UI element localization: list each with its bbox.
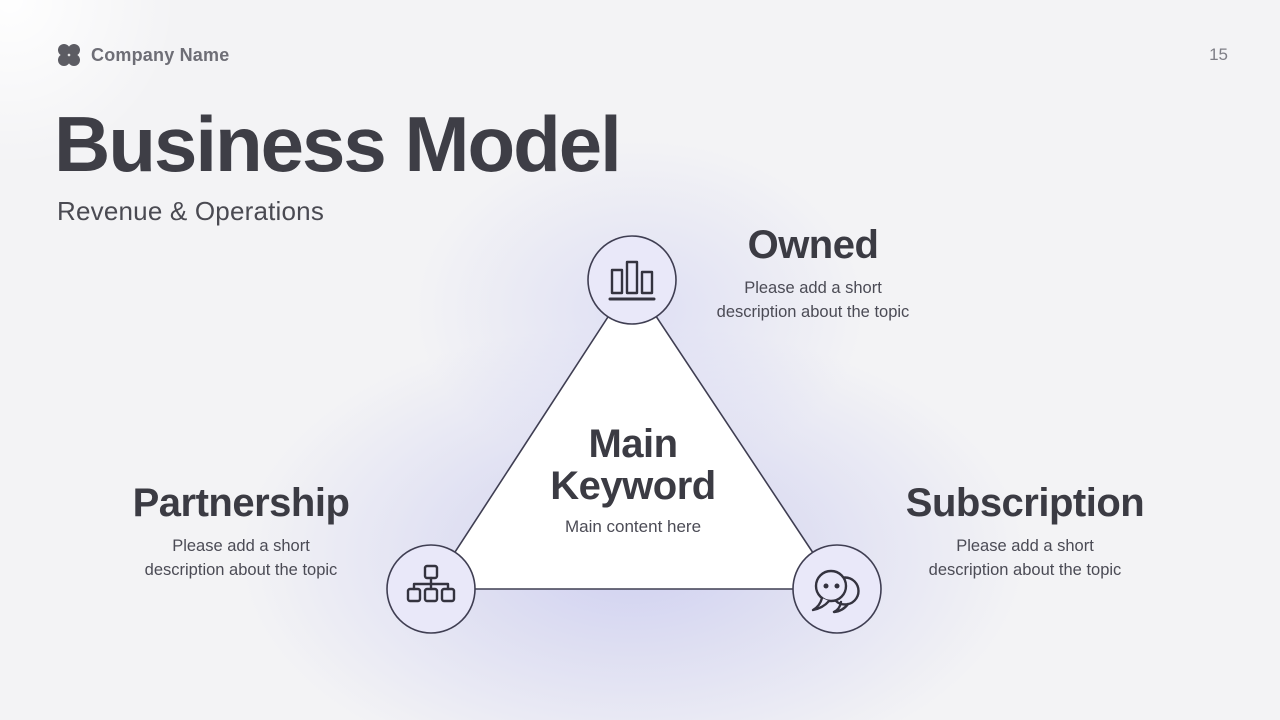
center-keyword-block: Main Keyword Main content here <box>473 423 793 537</box>
partnership-description: Please add a short description about the… <box>51 534 431 582</box>
bar-chart-icon <box>608 260 656 301</box>
subscription-description-line2: description about the topic <box>928 561 1122 579</box>
subscription-description-line1: Please add a short <box>956 537 1094 555</box>
node-circle-owned <box>587 235 677 325</box>
partnership-description-line2: description about the topic <box>144 561 338 579</box>
node-block-partnership: Partnership Please add a short descripti… <box>51 480 431 582</box>
node-block-owned: Owned Please add a short description abo… <box>623 222 1003 324</box>
main-keyword-caption: Main content here <box>564 517 702 536</box>
main-keyword-line1: Main <box>588 422 678 466</box>
owned-description: Please add a short description about the… <box>623 276 1003 324</box>
owned-description-line1: Please add a short <box>744 279 882 297</box>
clover-logo-icon <box>58 44 80 66</box>
company-name: Company Name <box>91 44 230 65</box>
triangle-shape <box>429 278 839 590</box>
subscription-heading: Subscription <box>905 481 1145 525</box>
page-number: 15 <box>1209 45 1228 64</box>
node-block-subscription: Subscription Please add a short descript… <box>835 480 1215 582</box>
main-keyword-line2: Keyword <box>550 464 716 508</box>
slide-title: Business Model <box>54 100 622 188</box>
subscription-description: Please add a short description about the… <box>835 534 1215 582</box>
owned-description-line2: description about the topic <box>716 303 910 321</box>
chat-bubbles-icon <box>811 569 860 614</box>
owned-heading: Owned <box>747 223 879 267</box>
partnership-heading: Partnership <box>132 481 350 525</box>
partnership-description-line1: Please add a short <box>172 537 310 555</box>
slide-subtitle: Revenue & Operations <box>57 196 325 226</box>
brand: Company Name <box>56 42 229 68</box>
header: Company Name 15 <box>56 42 1228 68</box>
org-chart-icon <box>406 564 456 603</box>
